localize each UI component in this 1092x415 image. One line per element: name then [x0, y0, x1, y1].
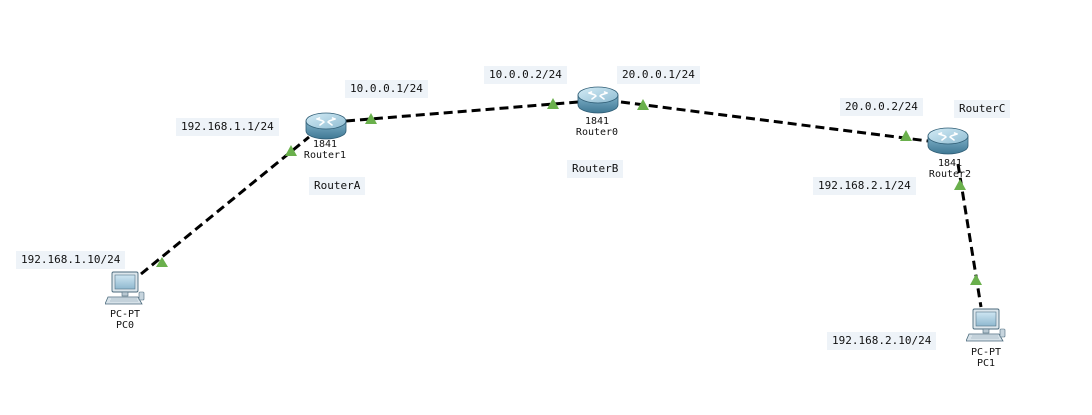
router0-name: Router0	[575, 127, 619, 138]
pc0-name: PC0	[115, 320, 135, 331]
note-router2-wan-ip[interactable]: 20.0.0.2/24	[840, 98, 923, 116]
note-router-b[interactable]: RouterB	[567, 160, 624, 178]
link-status-up-icon	[954, 179, 966, 190]
link-router0-router2[interactable]	[620, 100, 929, 143]
link-status-layer	[156, 98, 982, 285]
router1-icon[interactable]	[305, 112, 347, 140]
pc1-label: PC-PT PC1	[971, 347, 1001, 369]
note-router-a[interactable]: RouterA	[309, 177, 366, 195]
note-router0-right-ip[interactable]: 20.0.0.1/24	[617, 66, 700, 84]
pc1-name: PC1	[976, 358, 996, 369]
note-router2-lan-ip[interactable]: 192.168.2.1/24	[813, 177, 916, 195]
pc1-icon[interactable]	[966, 308, 1006, 342]
link-router1-router0[interactable]	[345, 100, 579, 123]
link-pc0-router1[interactable]	[140, 135, 310, 276]
pc0-label: PC-PT PC0	[110, 309, 140, 331]
note-pc1-ip[interactable]: 192.168.2.10/24	[827, 332, 937, 350]
router1-name: Router1	[303, 150, 347, 161]
note-router1-lan-ip[interactable]: 192.168.1.1/24	[176, 118, 279, 136]
link-status-up-icon	[970, 274, 982, 285]
link-status-up-icon	[156, 257, 168, 267]
pc0-model: PC-PT	[109, 309, 141, 320]
note-router1-wan-ip[interactable]: 10.0.0.1/24	[345, 80, 428, 98]
router0-model: 1841	[584, 116, 610, 127]
link-status-up-icon	[285, 145, 297, 156]
link-status-up-icon	[900, 130, 912, 141]
note-router-c[interactable]: RouterC	[954, 100, 1011, 118]
pc0-icon[interactable]	[105, 271, 145, 305]
router2-name: Router2	[928, 169, 972, 180]
router2-model: 1841	[937, 158, 963, 169]
router2-label: 1841 Router2	[929, 158, 971, 180]
router0-label: 1841 Router0	[576, 116, 618, 138]
router0-icon[interactable]	[577, 86, 619, 114]
note-router0-left-ip[interactable]: 10.0.0.2/24	[484, 66, 567, 84]
router1-model: 1841	[312, 139, 338, 150]
link-status-up-icon	[547, 98, 559, 109]
link-status-up-icon	[637, 99, 649, 110]
link-status-up-icon	[365, 113, 377, 124]
router2-icon[interactable]	[927, 127, 969, 155]
note-pc0-ip[interactable]: 192.168.1.10/24	[16, 251, 126, 269]
router1-label: 1841 Router1	[304, 139, 346, 161]
pc1-model: PC-PT	[970, 347, 1002, 358]
